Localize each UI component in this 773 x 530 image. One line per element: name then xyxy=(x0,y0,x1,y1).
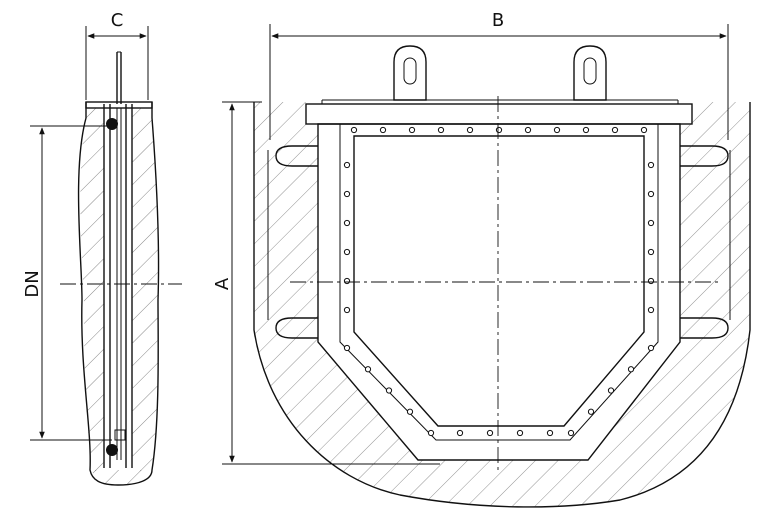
bottom-seal-icon xyxy=(106,444,118,456)
bolt-hole xyxy=(456,429,464,437)
b-label: B xyxy=(492,10,504,31)
bolt-hole xyxy=(466,126,474,134)
bolt-hole xyxy=(408,126,416,134)
bolt-hole xyxy=(647,161,655,169)
bolt-hole xyxy=(587,408,595,415)
bolt-hole xyxy=(364,366,372,373)
bolt-hole xyxy=(350,126,358,134)
top-plate xyxy=(305,103,693,125)
bolt-hole xyxy=(524,126,532,134)
top-seal-icon xyxy=(106,118,118,130)
a-label: A xyxy=(212,277,233,290)
side-section-view: DN C xyxy=(22,10,182,486)
bolt-holes xyxy=(343,126,655,437)
bolt-hole xyxy=(486,429,494,437)
bolt-hole xyxy=(627,366,635,373)
frame-inner xyxy=(353,135,645,427)
lifting-lug-left xyxy=(393,45,427,101)
bolt-hole xyxy=(385,387,393,394)
bolt-hole xyxy=(379,126,387,134)
bolt-hole xyxy=(582,126,590,134)
bolt-hole xyxy=(647,277,655,285)
bolt-hole xyxy=(546,429,554,437)
bolt-hole xyxy=(343,248,351,256)
bolt-hole xyxy=(406,408,414,415)
anchor-hooks xyxy=(267,145,731,339)
bolt-hole xyxy=(343,219,351,227)
bolt-hole xyxy=(647,344,655,352)
bolt-hole xyxy=(640,126,648,134)
bolt-hole xyxy=(611,126,619,134)
bolt-hole xyxy=(647,190,655,198)
bolt-hole xyxy=(647,219,655,227)
bolt-hole xyxy=(437,126,445,134)
bolt-hole xyxy=(607,387,615,394)
lifting-lug-right xyxy=(573,45,607,101)
bolt-hole xyxy=(647,248,655,256)
bolt-hole xyxy=(343,306,351,314)
bolt-hole xyxy=(343,161,351,169)
bolt-hole xyxy=(343,344,351,352)
bolt-hole xyxy=(567,429,575,437)
bolt-hole xyxy=(553,126,561,134)
bolt-hole xyxy=(343,190,351,198)
dn-label: DN xyxy=(22,270,43,297)
bolt-hole xyxy=(495,126,503,134)
front-view: B A xyxy=(212,10,751,508)
c-label: C xyxy=(111,10,124,31)
bolt-hole xyxy=(516,429,524,437)
bolt-hole xyxy=(647,306,655,314)
bolt-hole xyxy=(343,277,351,285)
bolt-hole xyxy=(427,429,435,437)
